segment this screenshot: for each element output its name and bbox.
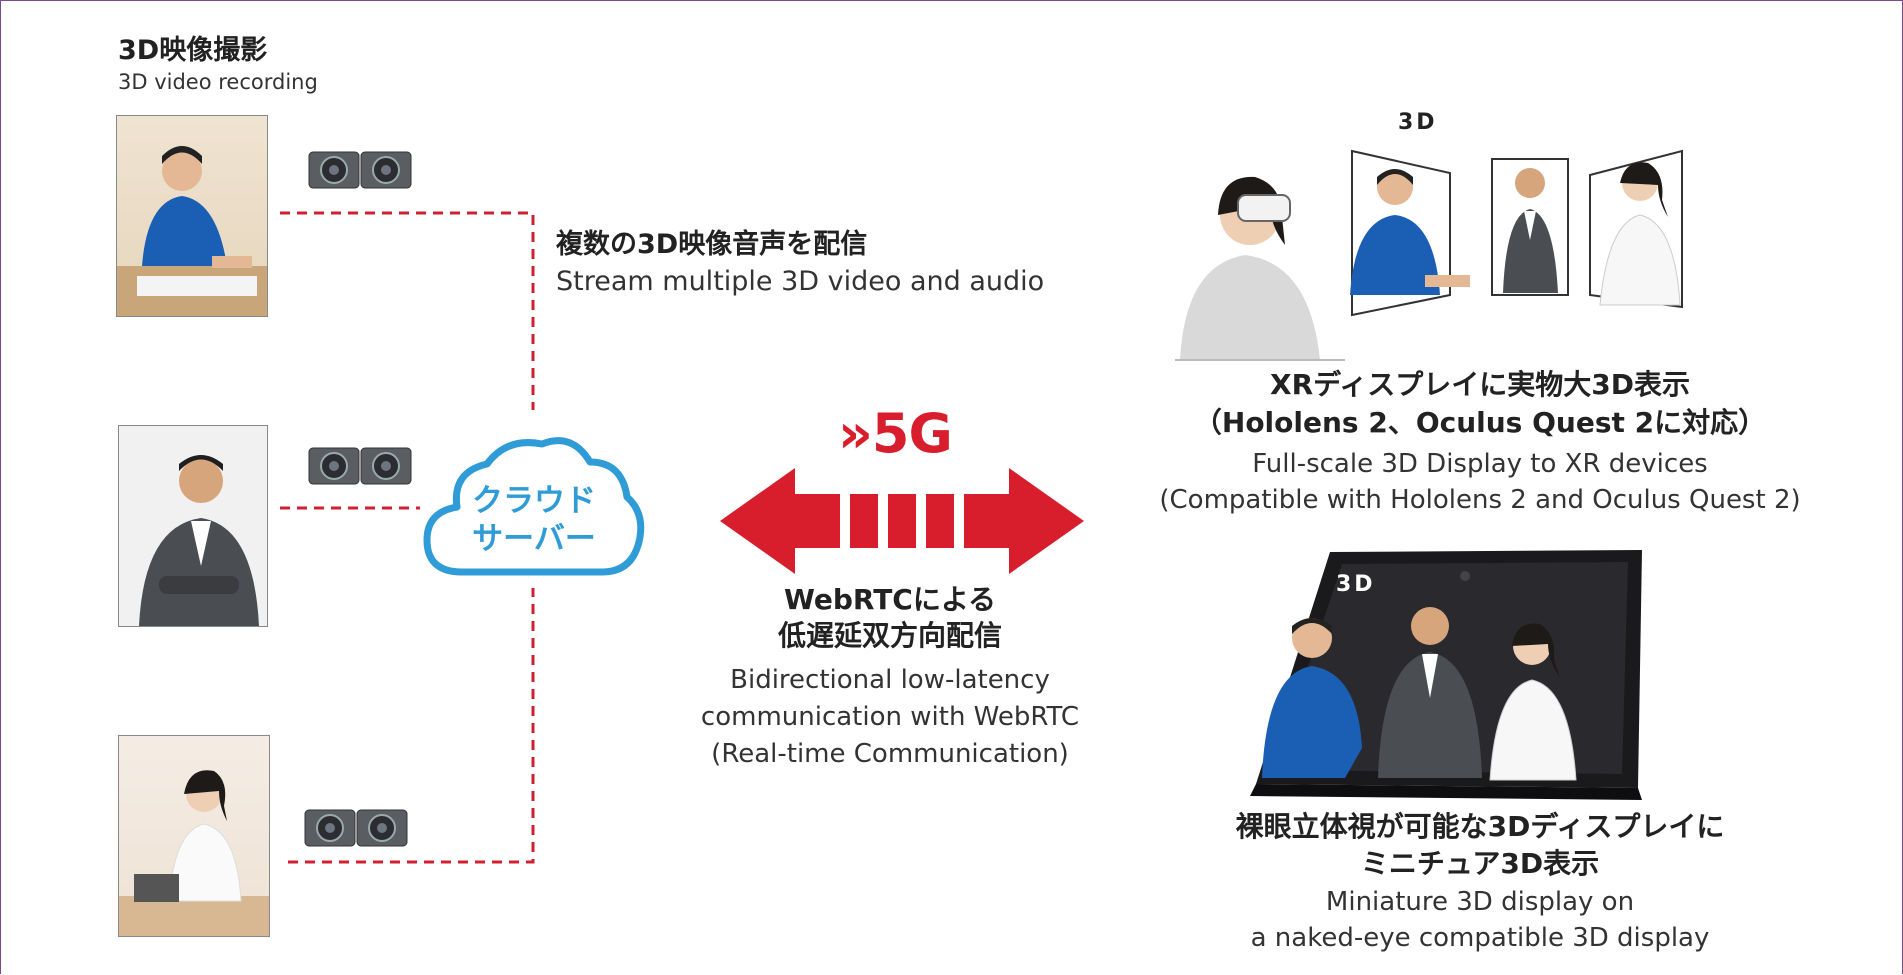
stream-title-jp: 複数の3D映像音声を配信 [556,229,868,260]
cloud-server-label: クラウド サーバー [452,482,616,558]
stereo-camera-icon [308,151,412,189]
xr-title-jp-2: （Hololens 2、Oculus Quest 2に対応） [1193,406,1767,439]
tablet-3d-label: 3D [1336,572,1376,597]
network-title-jp-2: 低遅延双方向配信 [777,619,1002,652]
photo-woman-laptop [118,735,270,937]
xr-caption: XRディスプレイに実物大3D表示 （Hololens 2、Oculus Ques… [1130,366,1830,518]
3d-tablet-illustration [1250,550,1642,800]
tablet-woman [1489,623,1577,781]
cloud-label-line2: サーバー [472,521,596,557]
recording-title-jp: 3D映像撮影 [118,35,268,66]
tablet-title-jp-1: 裸眼立体視が可能な3Dディスプレイに [1235,810,1725,843]
network-en-3: (Real-time Communication) [711,739,1069,769]
recording-title-en: 3D video recording [118,70,318,94]
xr-display-illustration [1175,149,1683,361]
network-en-2: communication with WebRTC [700,702,1080,732]
tablet-caption: 裸眼立体視が可能な3Dディスプレイに ミニチュア3D表示 Miniature 3… [1130,808,1830,956]
xr-3d-label: 3D [1398,110,1438,135]
stereo-camera-icon [304,809,408,847]
man-suit-figure [139,455,259,626]
photo-man-blue-polo [116,115,268,317]
tablet-man-blue [1262,618,1362,778]
woman-laptop-figure [119,770,269,936]
bidirectional-arrow-icon [720,468,1084,574]
xr-title-jp-1: XRディスプレイに実物大3D表示 [1270,368,1690,401]
network-en-1: Bidirectional low-latency [730,665,1050,695]
tablet-en-2: a naked-eye compatible 3D display [1250,923,1710,953]
man-blue-polo-figure [117,146,267,316]
tablet-man-suit [1378,607,1482,778]
tablet-en-1: Miniature 3D display on [1325,887,1635,917]
photo-man-suit [118,425,268,627]
vr-user-figure [1175,176,1345,361]
cloud-icon [423,437,645,576]
xr-en-2: (Compatible with Hololens 2 and Oculus Q… [1159,485,1801,515]
cloud-label-line1: クラウド [472,483,596,519]
network-title-jp-1: WebRTCによる [783,583,997,616]
stereo-camera-icon [308,447,412,485]
5g-badge: »5G [838,402,953,465]
hologram-man-suit [1503,168,1558,293]
hologram-man-blue [1350,169,1470,295]
xr-en-1: Full-scale 3D Display to XR devices [1252,449,1708,479]
tablet-title-jp-2: ミニチュア3D表示 [1360,847,1600,880]
stream-title-en: Stream multiple 3D video and audio [556,266,1045,297]
hologram-woman [1599,162,1681,306]
network-caption: WebRTCによる 低遅延双方向配信 Bidirectional low-lat… [660,582,1120,773]
